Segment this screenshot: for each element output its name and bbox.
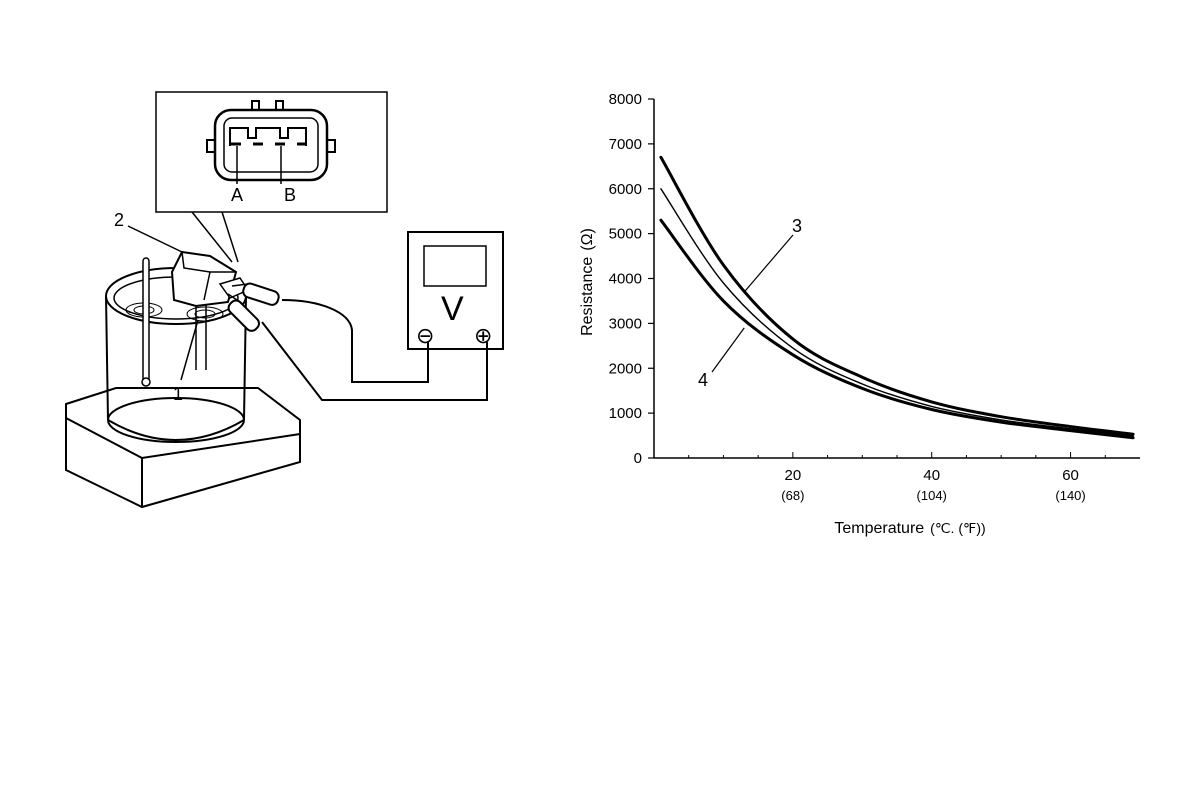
terminal-a-label: A	[231, 185, 243, 205]
negative-test-lead	[281, 299, 429, 383]
series-line-3	[659, 155, 1135, 436]
voltmeter-symbol: V	[441, 290, 464, 328]
y-tick-label: 5000	[609, 226, 642, 243]
voltmeter-negative-terminal: ⊖	[416, 323, 434, 348]
terminal-b-label: B	[284, 185, 296, 205]
y-tick-label: 6000	[609, 181, 642, 198]
connector-face-icon	[206, 100, 336, 184]
y-tick-label: 8000	[609, 91, 642, 108]
y-tick-label: 1000	[609, 405, 642, 422]
thermometer-icon	[141, 257, 151, 387]
x-axis-title: Temperature(℃. (℉))	[834, 520, 985, 537]
series-line-nominal	[660, 188, 1134, 437]
x-tick-sublabel: (68)	[781, 488, 804, 503]
y-tick-label: 3000	[609, 315, 642, 332]
series-4-leader	[711, 327, 745, 373]
x-tick-label: 60	[1062, 467, 1079, 484]
y-tick-label: 4000	[609, 271, 642, 288]
x-tick-label: 40	[923, 467, 940, 484]
y-tick-label: 0	[634, 450, 642, 467]
voltmeter-icon	[407, 231, 504, 350]
y-tick-label: 2000	[609, 360, 642, 377]
series-3-leader	[743, 234, 794, 293]
positive-test-lead	[261, 321, 488, 401]
x-tick-label: 20	[785, 467, 802, 484]
test-probes-icon	[227, 282, 280, 332]
series-line-4	[659, 218, 1135, 440]
voltmeter-positive-terminal: ⊕	[474, 323, 492, 348]
x-tick-sublabel: (140)	[1055, 488, 1085, 503]
callout-connector-number: 2	[114, 210, 124, 230]
resistance-temperature-chart: 0 1000 2000 3000 4000 5000 6000 7000 8000 20 (68)…	[579, 91, 1140, 537]
y-tick-label: 7000	[609, 136, 642, 153]
series-4-label: 4	[698, 370, 708, 390]
x-tick-sublabel: (104)	[917, 488, 947, 503]
series-3-label: 3	[792, 216, 802, 236]
y-axis-title: Resistance(Ω)	[579, 228, 596, 336]
test-setup-illustration	[65, 91, 504, 509]
callout-sensor-number: 1	[173, 384, 183, 404]
